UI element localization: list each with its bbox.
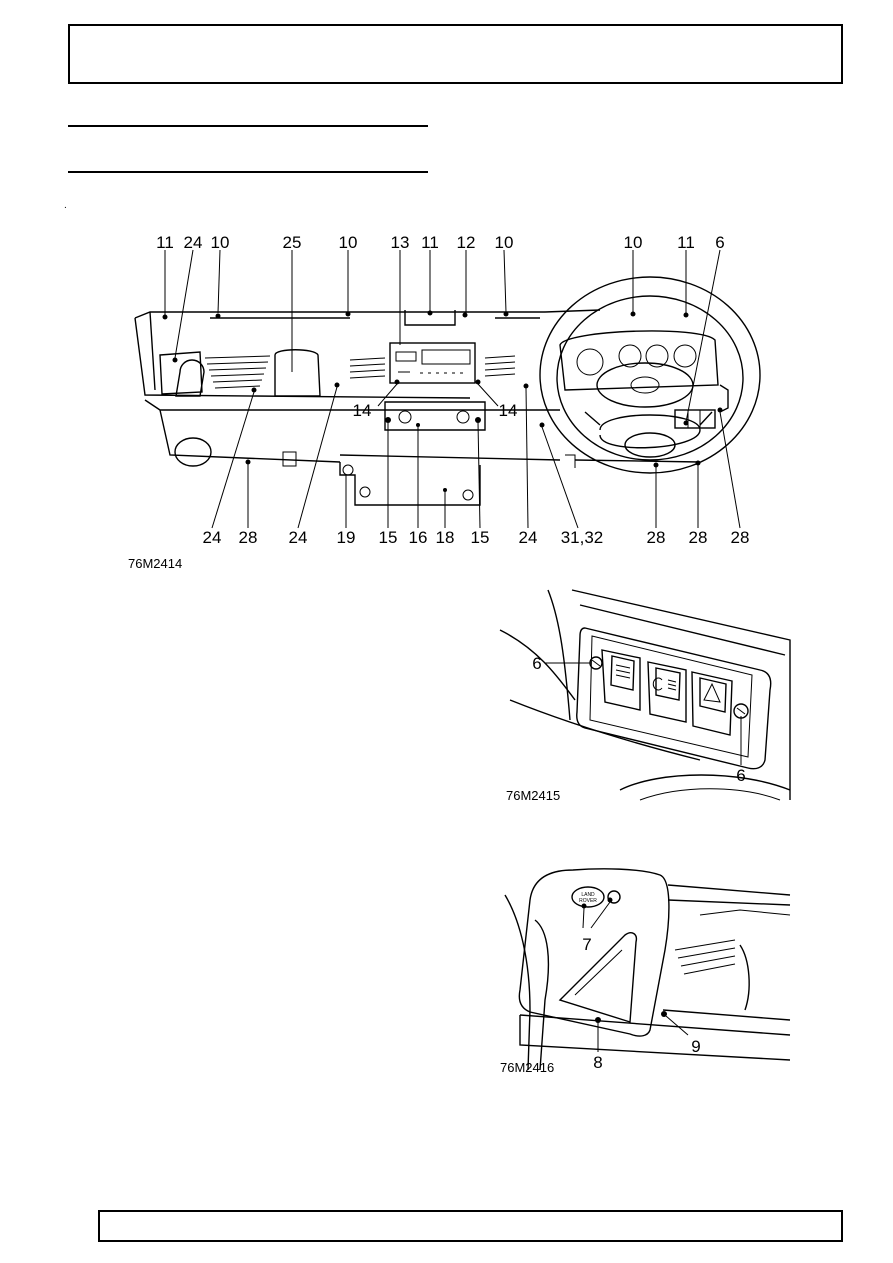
fig3-label-8: 8: [593, 1053, 602, 1072]
fig2-reference: 76M2415: [506, 788, 560, 803]
fascia-drawing: [134, 276, 761, 506]
fig1-reference: 76M2414: [128, 556, 182, 571]
grab-handle-drawing: [504, 868, 791, 1071]
fig1-label-bottom-5: 15: [379, 528, 398, 547]
badge-text-line-1: LAND: [581, 892, 595, 898]
section-rule-top: [68, 125, 428, 127]
fig1-label-top-11: 11: [677, 233, 695, 252]
switch-3: [691, 671, 733, 736]
fig1-label-top-9: 10: [495, 233, 514, 252]
fig3-label-7: 7: [582, 935, 591, 954]
fig3-label-9: 9: [691, 1037, 700, 1056]
fig1-label-side-2: 14: [499, 401, 518, 420]
grab-handle-illustration: LAND ROVER 7 8 9 76M2416: [500, 868, 791, 1075]
fig1-label-bottom-7: 18: [436, 528, 455, 547]
badge-text-line-2: ROVER: [579, 898, 597, 904]
section-marker: .: [64, 200, 67, 211]
fig1-label-top-3: 10: [211, 233, 230, 252]
section-rule-bottom: [68, 171, 428, 173]
badge-text: LAND ROVER: [579, 892, 597, 904]
header-box: [68, 24, 843, 84]
fig1-label-top-2: 24: [184, 233, 203, 252]
switch-panel-illustration: 6 6 76M2415: [499, 589, 791, 803]
fig1-label-top-7: 11: [421, 233, 439, 252]
fig1-label-top-4: 25: [283, 233, 302, 252]
fascia-illustration: 11 24 10 25 10 13 11 12 10 10 11 6 24 28…: [128, 233, 761, 571]
fig2-label-1: 6: [532, 654, 541, 673]
fig1-label-top-10: 10: [624, 233, 643, 252]
switch-2: [647, 661, 687, 723]
fig1-label-bottom-4: 19: [337, 528, 356, 547]
fig1-label-bottom-11: 28: [647, 528, 666, 547]
fig1-label-bottom-10: 31,32: [561, 528, 604, 547]
fig1-label-bottom-1: 24: [203, 528, 222, 547]
switch-1: [601, 649, 641, 711]
fig1-label-top-6: 13: [391, 233, 410, 252]
switch-panel-drawing: [499, 589, 791, 801]
fig1-label-top-5: 10: [339, 233, 358, 252]
fig1-label-bottom-13: 28: [731, 528, 750, 547]
fig1-label-bottom-6: 16: [409, 528, 428, 547]
fig1-label-top-1: 11: [156, 233, 174, 252]
footer-box: [98, 1210, 843, 1242]
fig1-label-side-1: 14: [353, 401, 372, 420]
fig3-reference: 76M2416: [500, 1060, 554, 1075]
fig1-label-bottom-12: 28: [689, 528, 708, 547]
fig2-label-2: 6: [736, 766, 745, 785]
fig1-label-top-8: 12: [457, 233, 476, 252]
fig1-label-bottom-3: 24: [289, 528, 308, 547]
fig1-label-bottom-9: 24: [519, 528, 538, 547]
fig1-label-top-12: 6: [715, 233, 724, 252]
fig1-label-bottom-8: 15: [471, 528, 490, 547]
fig1-label-bottom-2: 28: [239, 528, 258, 547]
